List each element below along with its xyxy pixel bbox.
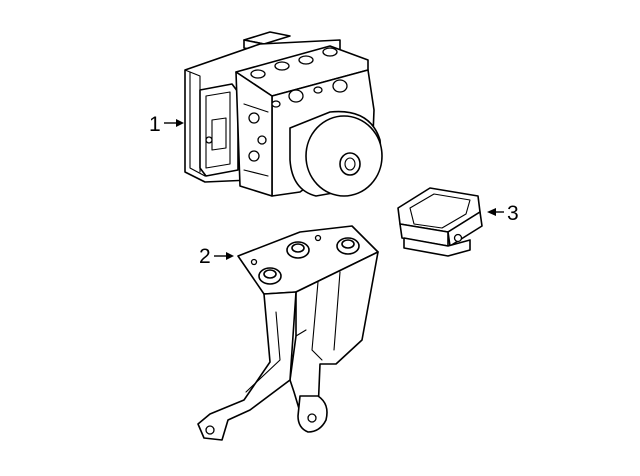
callout-number-1: 1 (149, 113, 161, 136)
callout-number-3: 3 (507, 202, 519, 225)
yaw-rate-sensor[interactable] (397, 187, 483, 257)
callout-1: 1 (149, 113, 184, 136)
callout-3: 3 (487, 202, 519, 225)
callout-number-2: 2 (199, 245, 211, 268)
abs-modulator-assembly[interactable] (184, 31, 383, 197)
mounting-bracket[interactable] (197, 225, 379, 441)
callout-2: 2 (199, 245, 234, 268)
